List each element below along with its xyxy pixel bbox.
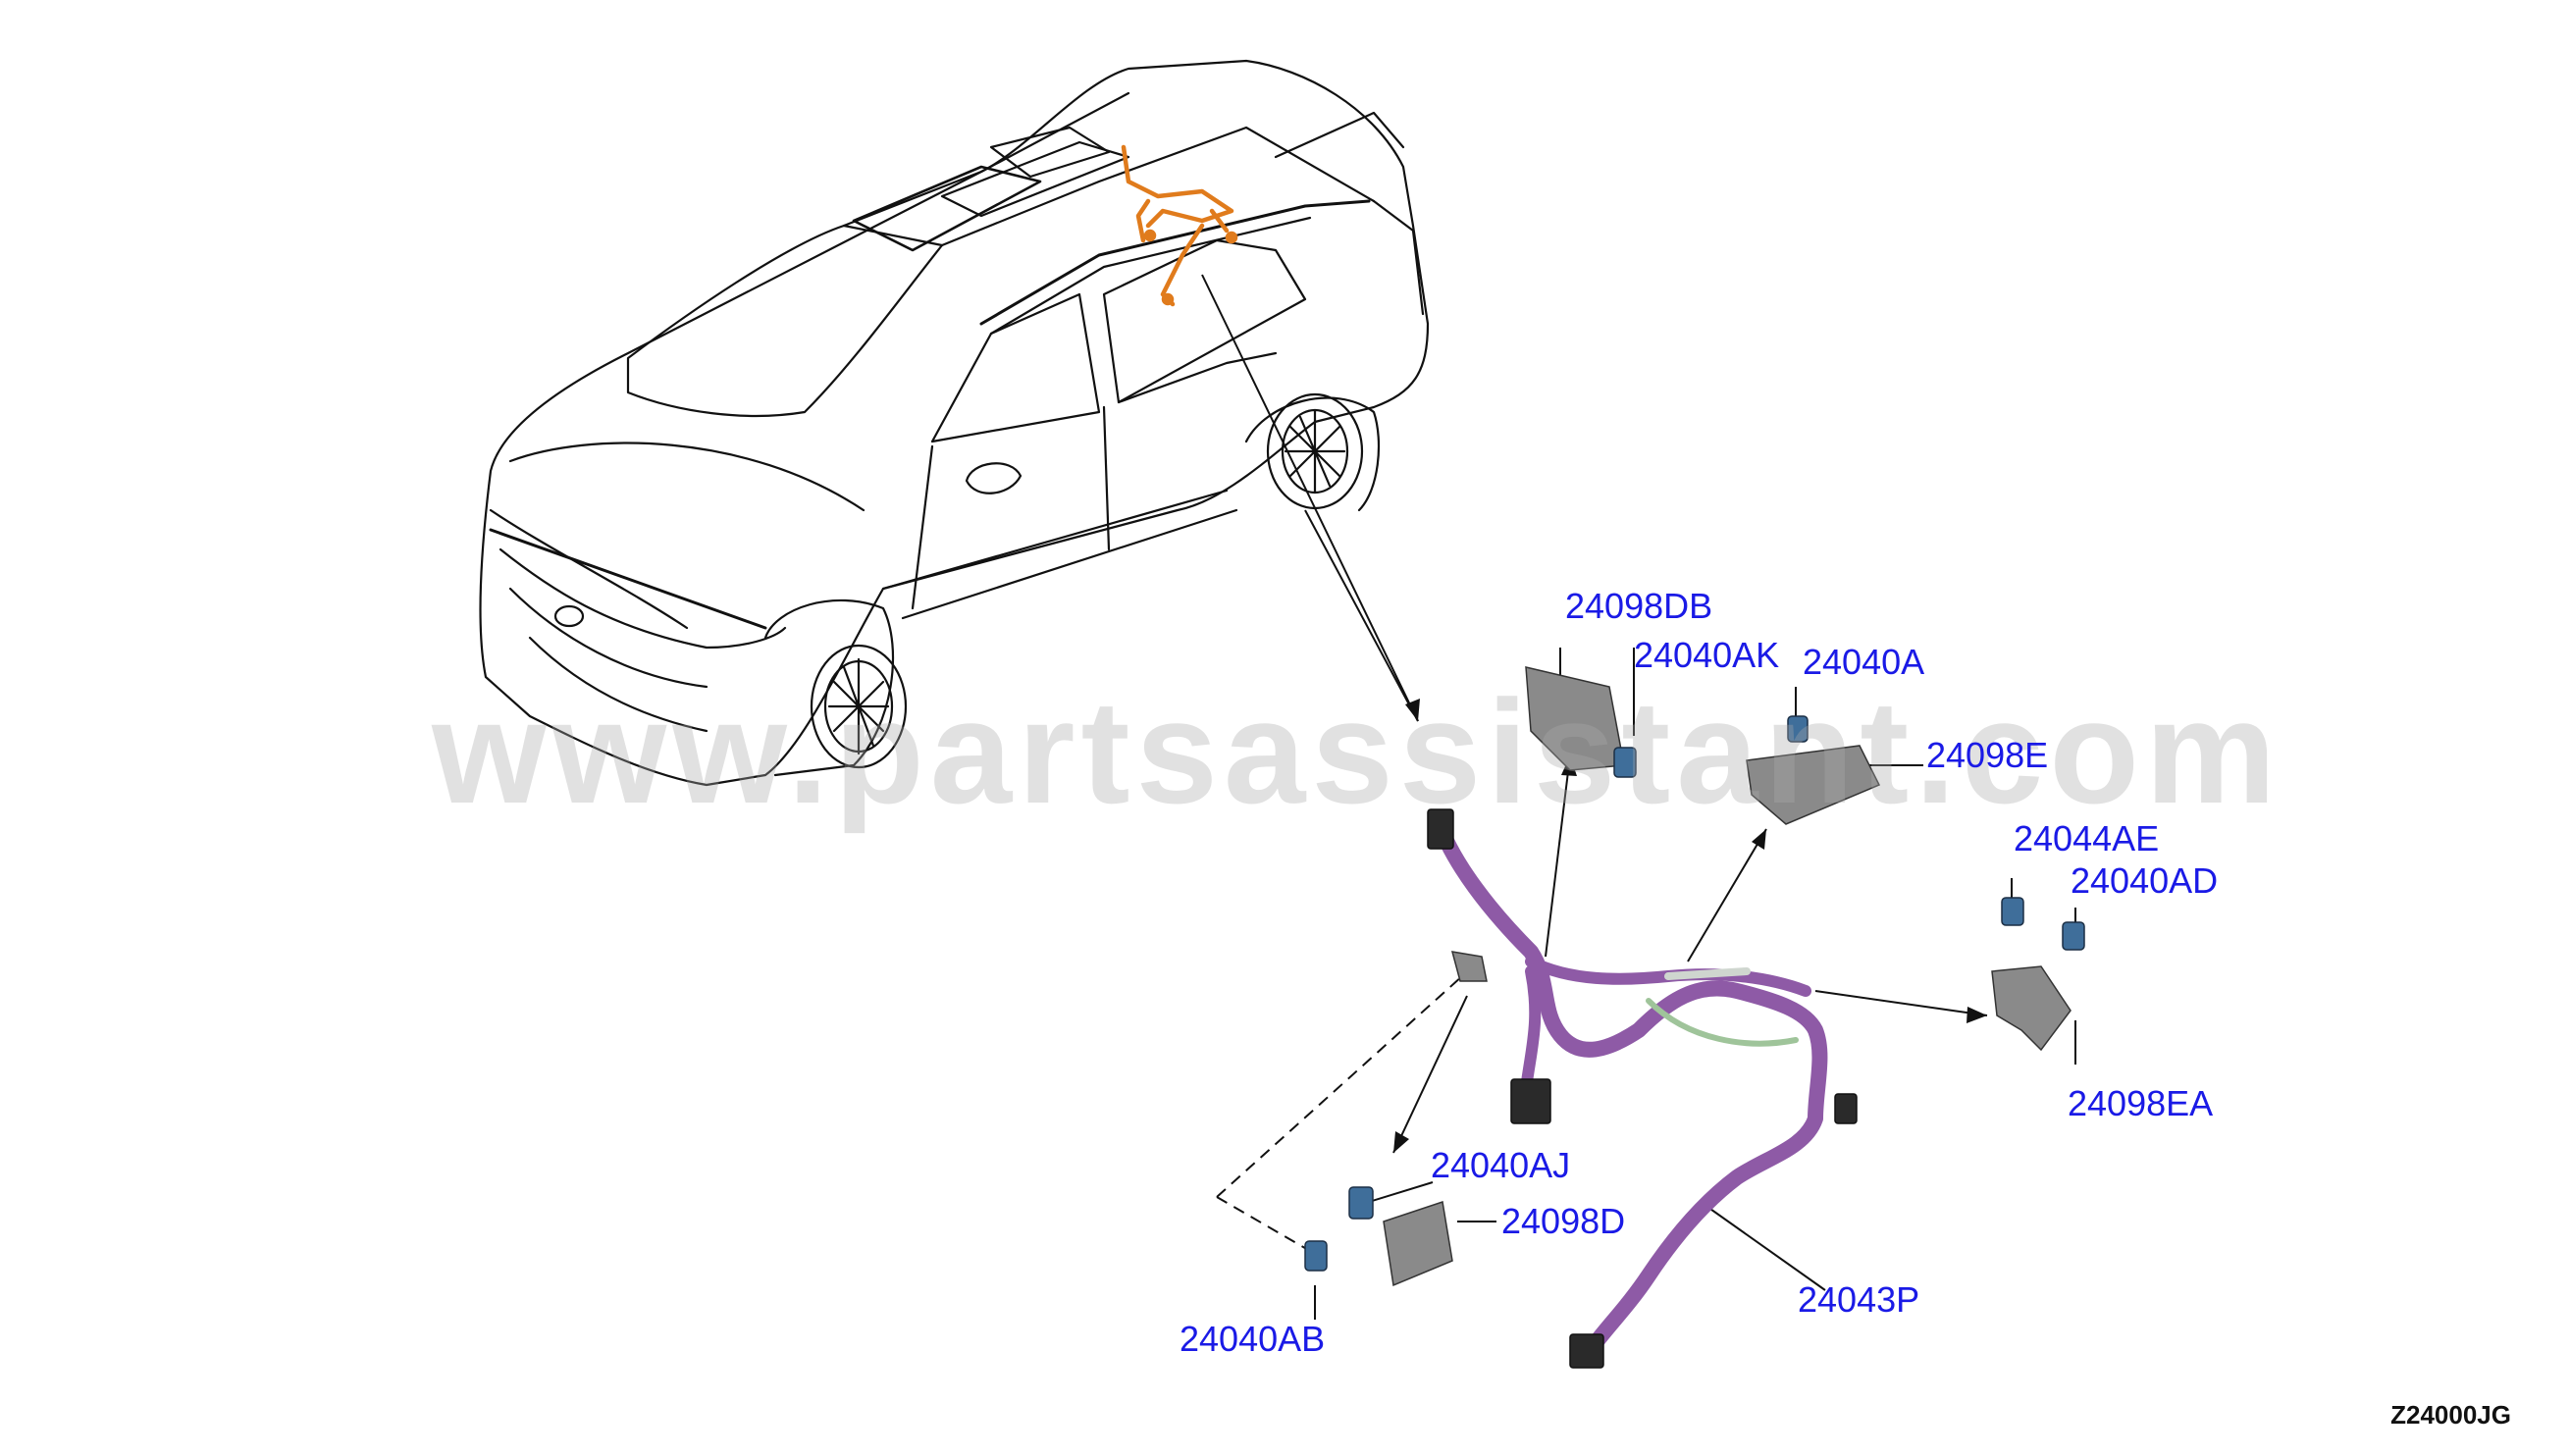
arrowheads — [1393, 699, 1987, 1153]
bolt-24040AD — [2062, 921, 2085, 951]
bolt-24040AJ — [1348, 1186, 1374, 1220]
roof-harness — [1121, 144, 1238, 307]
bolt-24040AK — [1613, 747, 1637, 778]
bolt-24040AB — [1304, 1240, 1328, 1272]
callout-24044AE[interactable]: 24044AE — [2014, 818, 2160, 858]
callout-24040AJ[interactable]: 24040AJ — [1431, 1145, 1571, 1185]
callout-24040AB[interactable]: 24040AB — [1180, 1319, 1326, 1359]
brackets — [1383, 666, 2072, 1287]
bracket-24098DB — [1525, 666, 1625, 771]
callout-24040AD[interactable]: 24040AD — [2071, 860, 2219, 901]
main-harness — [1430, 811, 1828, 1352]
bolts — [1304, 715, 2085, 1272]
bolt-24044AE — [2001, 897, 2024, 926]
callout-24040A[interactable]: 24040A — [1803, 642, 1925, 682]
callout-24098DB[interactable]: 24098DB — [1565, 586, 1713, 626]
callout-24098D[interactable]: 24098D — [1501, 1201, 1626, 1241]
watermark: www.partsassistant.com — [432, 669, 2282, 834]
callout-24043P[interactable]: 24043P — [1798, 1279, 1920, 1320]
bolt-24040A — [1787, 715, 1809, 743]
callout-24040AK[interactable]: 24040AK — [1634, 635, 1780, 675]
bracket-left — [1450, 951, 1488, 982]
bracket-24098D — [1383, 1201, 1453, 1287]
bracket-24098E — [1746, 745, 1881, 825]
bracket-24098EA — [1991, 965, 2072, 1052]
dashed-guide — [1216, 975, 1463, 1252]
leader-lines — [1201, 274, 2076, 1320]
callout-24098E[interactable]: 24098E — [1926, 735, 2049, 775]
vehicle-outline — [479, 59, 1430, 787]
connectors — [1427, 808, 1858, 1369]
diagram-code: Z24000JG — [2390, 1400, 2511, 1430]
callout-24098EA[interactable]: 24098EA — [2068, 1083, 2214, 1123]
